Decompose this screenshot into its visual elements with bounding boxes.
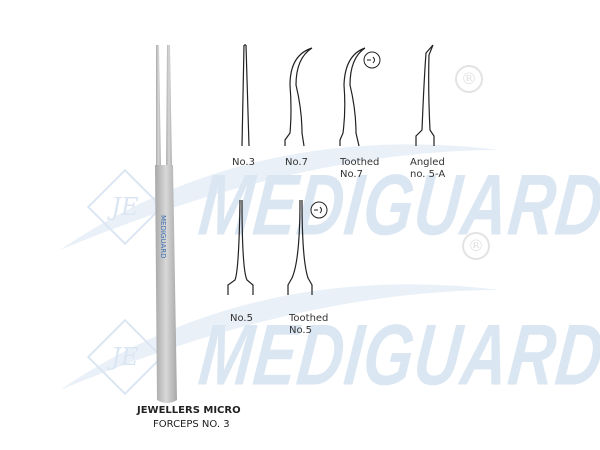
- tip-label-no7: No.7: [285, 157, 308, 168]
- forceps-brand-engraving: MEDIGUARD: [159, 215, 167, 259]
- toothed-icon: [310, 201, 328, 219]
- tip-angled-5a: [415, 44, 435, 146]
- tip-no5: [227, 199, 254, 295]
- product-subtitle: FORCEPS NO. 3: [153, 419, 230, 430]
- tip-no3: [241, 44, 250, 147]
- tip-toothed-no5: [287, 199, 328, 295]
- tip-label-no3: No.3: [232, 157, 255, 168]
- tip-label-no5: No.5: [230, 313, 253, 324]
- tip-no7: [284, 47, 313, 147]
- forceps-image: MEDIGUARD: [155, 45, 177, 403]
- tip-toothed-no7: [339, 47, 381, 147]
- toothed-icon: [363, 51, 381, 69]
- product-title: JEWELLERS MICRO: [137, 405, 241, 416]
- registered-mark: ®: [462, 232, 490, 260]
- registered-mark: ®: [455, 65, 483, 93]
